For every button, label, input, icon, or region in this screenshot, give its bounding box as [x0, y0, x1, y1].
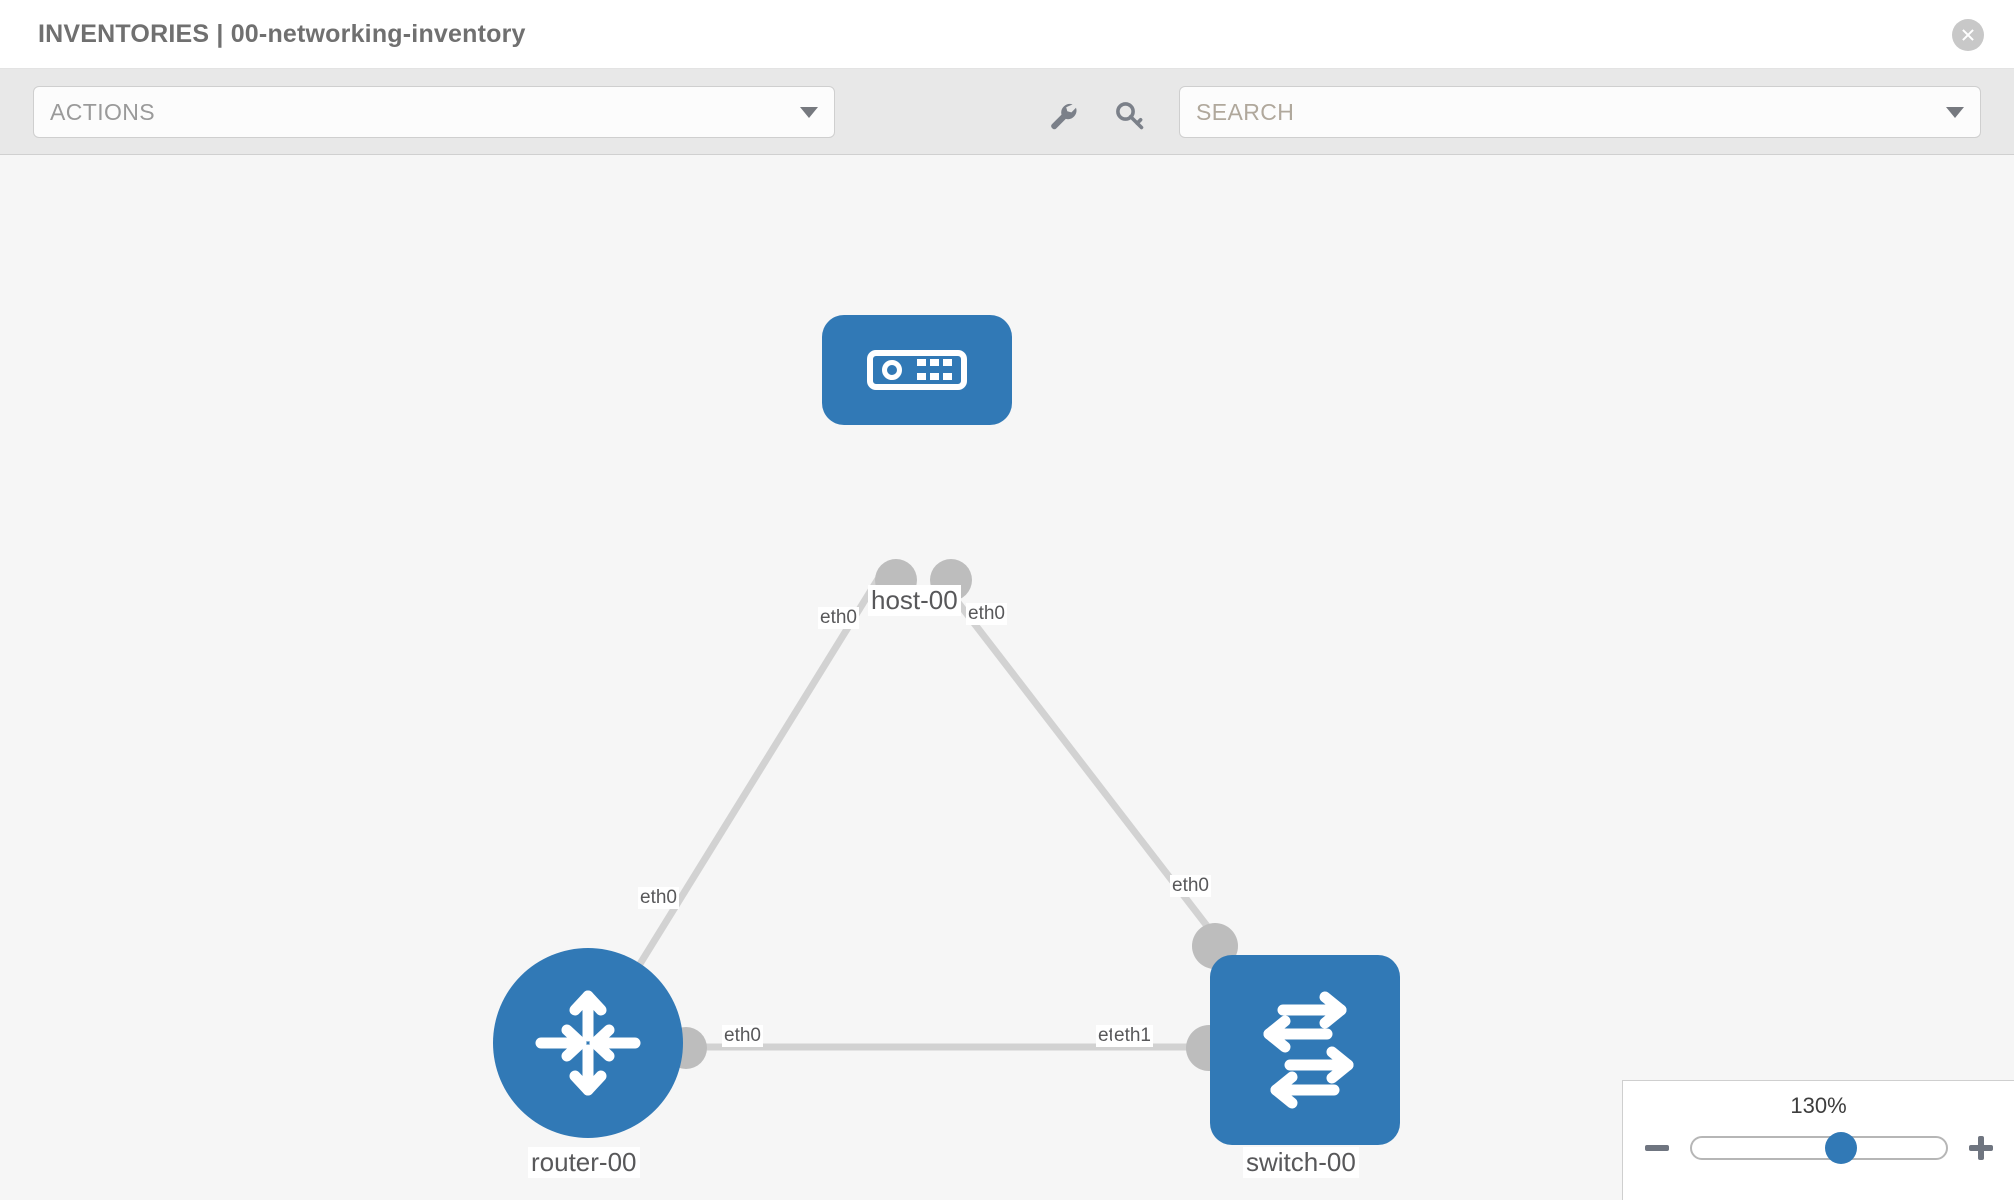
search-field[interactable]: [1179, 86, 1981, 138]
chevron-down-icon[interactable]: [1946, 106, 1964, 118]
minus-icon[interactable]: [1642, 1133, 1672, 1163]
topology-links: [619, 576, 1237, 1051]
edge-label-host-left: eth0: [818, 607, 859, 629]
node-switch-00-label: switch-00: [1243, 1147, 1359, 1178]
actions-dropdown-label: ACTIONS: [50, 98, 156, 125]
switch-arrows-icon: [1263, 991, 1354, 1109]
node-switch-00[interactable]: [1210, 955, 1400, 1145]
link-host-switch: [937, 576, 1237, 964]
node-router-00-label: router-00: [528, 1147, 640, 1178]
wrench-icon[interactable]: [1046, 99, 1080, 133]
zoom-slider[interactable]: [1689, 1132, 1948, 1164]
plus-icon[interactable]: [1966, 1133, 1996, 1163]
zoom-level-label: 130%: [1790, 1093, 1847, 1118]
page-header: INVENTORIES | 00-networking-inventory: [0, 0, 2014, 69]
zoom-slider-thumb[interactable]: [1825, 1132, 1858, 1164]
page-title: INVENTORIES | 00-networking-inventory: [38, 19, 526, 48]
key-icon[interactable]: [1113, 99, 1147, 133]
toolbar: ACTIONS: [0, 69, 2014, 155]
edge-label-switch-up: eth0: [1170, 875, 1211, 897]
zoom-control-panel: 130%: [1622, 1080, 2014, 1200]
server-icon: [867, 350, 967, 390]
edge-label-switch-left-b: eth1: [1112, 1025, 1153, 1047]
edge-label-router-up: eth0: [638, 887, 679, 909]
zoom-control-row: [1623, 1132, 2014, 1164]
node-host-00-shape[interactable]: [822, 315, 1012, 425]
edge-label-host-right: eth0: [966, 603, 1007, 625]
node-host-00-label: host-00: [868, 585, 961, 616]
close-icon[interactable]: [1952, 19, 1984, 51]
node-switch-00-shape[interactable]: [1210, 955, 1400, 1145]
node-router-00[interactable]: [493, 948, 683, 1138]
search-input[interactable]: [1196, 98, 1946, 126]
link-host-router: [619, 577, 881, 995]
node-router-00-shape[interactable]: [493, 948, 683, 1138]
topology-canvas[interactable]: host-00 eth0 eth0: [0, 155, 2014, 1200]
router-arrows-icon: [535, 990, 641, 1096]
edge-label-router-right: eth0: [722, 1025, 763, 1047]
chevron-down-icon: [800, 106, 818, 118]
actions-dropdown[interactable]: ACTIONS: [33, 86, 835, 138]
node-host-00[interactable]: [822, 315, 1012, 425]
